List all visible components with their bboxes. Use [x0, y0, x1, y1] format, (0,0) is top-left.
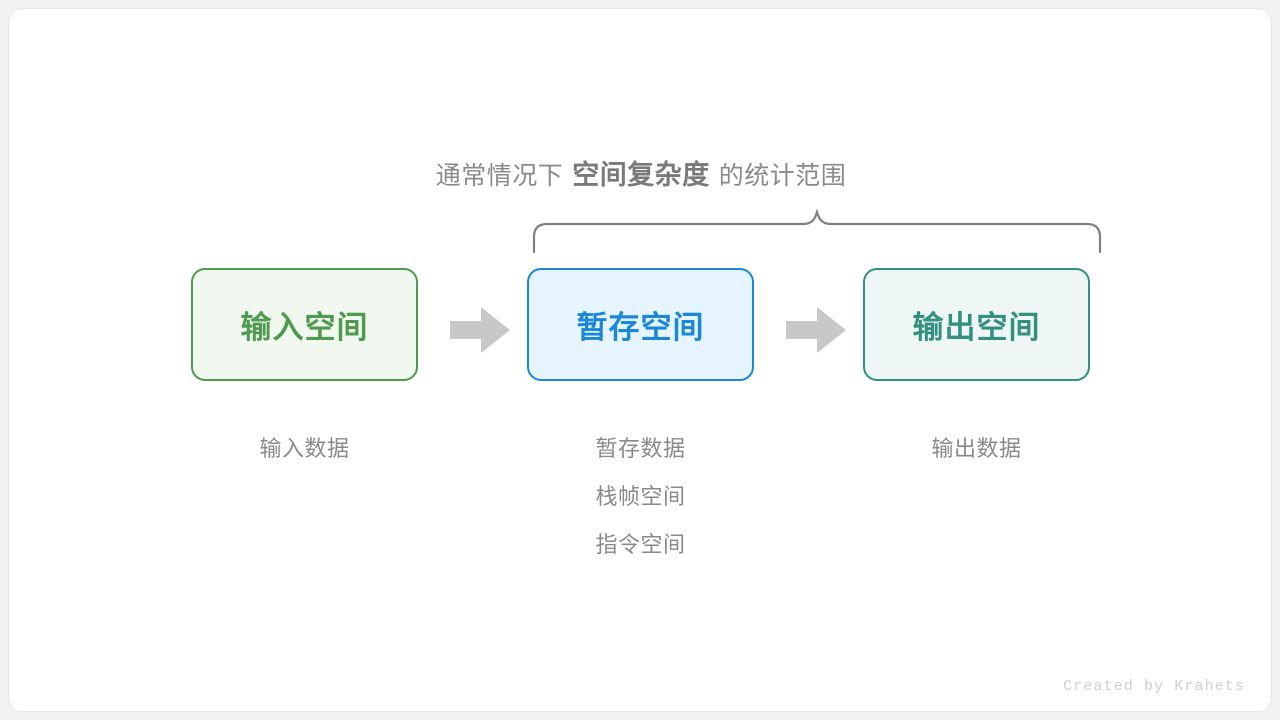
credit-text: Created by Krahets — [1063, 678, 1245, 695]
box-output-space[interactable]: 输出空间 — [863, 268, 1090, 381]
caption-input-space: 输入数据 — [191, 425, 418, 473]
scope-annotation: 通常情况下空间复杂度的统计范围 — [9, 151, 1271, 200]
diagram-card: 通常情况下空间复杂度的统计范围 输入空间 暂存空间 输出空间 输入数据 暂存数据… — [8, 8, 1272, 712]
right-arrow-icon — [450, 307, 510, 353]
caption-line: 暂存数据 — [595, 436, 686, 461]
caption-line: 栈帧空间 — [595, 484, 686, 509]
curly-brace-icon — [532, 208, 1102, 254]
caption-line: 指令空间 — [595, 532, 686, 557]
annotation-prefix: 通常情况下 — [435, 162, 564, 190]
box-temp-space[interactable]: 暂存空间 — [527, 268, 754, 381]
caption-line: 输入数据 — [259, 436, 350, 461]
annotation-highlight: 空间复杂度 — [572, 160, 710, 190]
caption-output-space: 输出数据 — [863, 425, 1090, 473]
annotation-suffix: 的统计范围 — [718, 162, 847, 190]
box-input-space[interactable]: 输入空间 — [191, 268, 418, 381]
box-temp-space-label: 暂存空间 — [576, 310, 705, 345]
caption-line: 输出数据 — [931, 436, 1022, 461]
box-output-space-label: 输出空间 — [912, 310, 1041, 345]
right-arrow-icon — [786, 307, 846, 353]
box-input-space-label: 输入空间 — [240, 310, 369, 345]
caption-temp-space: 暂存数据 栈帧空间 指令空间 — [527, 425, 754, 569]
